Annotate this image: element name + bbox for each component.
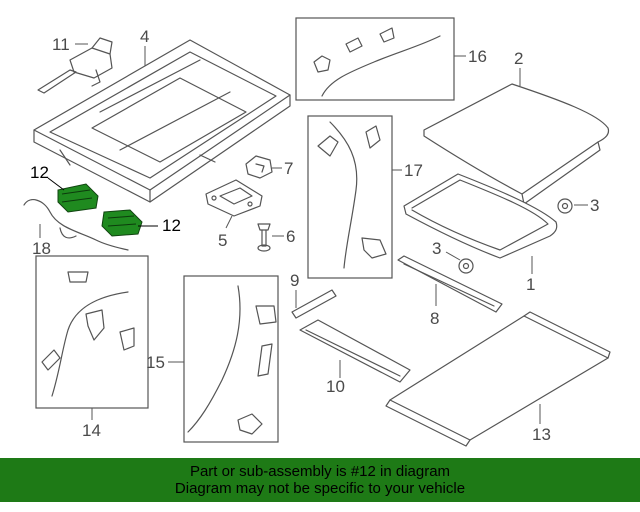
part-15-group-box (183, 275, 279, 443)
part-12-bracket-left[interactable] (57, 183, 99, 213)
banner-line-2: Diagram may not be specific to your vehi… (174, 480, 466, 497)
part-7-clip[interactable] (245, 155, 273, 179)
part-14-group-box (35, 255, 149, 409)
part-9-trim-strip[interactable] (291, 289, 337, 319)
part-18-drain-cable[interactable] (23, 199, 129, 251)
part-10-front-rail[interactable] (299, 319, 411, 383)
part-15-drain-hose-set[interactable] (187, 285, 277, 435)
callout-3-left: 3 (432, 239, 441, 258)
part-5-bracket[interactable] (205, 179, 263, 217)
sunroof-parts-diagram: 11 4 12 12 18 7 5 (23, 17, 611, 447)
callout-9: 9 (290, 271, 299, 290)
part-6-screw[interactable] (257, 223, 271, 252)
callout-3-right: 3 (590, 196, 599, 215)
callout-10: 10 (326, 377, 345, 396)
callout-15: 15 (146, 353, 165, 372)
part-16-group-box (295, 17, 455, 101)
callout-1: 1 (526, 275, 535, 294)
part-3-grommet-right[interactable] (557, 198, 573, 214)
part-14-drain-hose-set[interactable] (41, 271, 135, 397)
callout-4: 4 (140, 27, 149, 46)
part-17-drain-hose-set[interactable] (317, 121, 387, 269)
part-13-sunshade[interactable] (385, 311, 611, 447)
part-11-motor-unit[interactable] (37, 37, 113, 94)
callout-11: 11 (52, 35, 70, 54)
callout-5: 5 (218, 231, 227, 250)
callout-14: 14 (82, 421, 101, 440)
callout-2: 2 (514, 49, 523, 68)
callout-8: 8 (430, 309, 439, 328)
banner-line-1: Part or sub-assembly is #12 in diagram (189, 463, 451, 480)
callout-7: 7 (284, 159, 293, 178)
part-17-group-box (307, 115, 393, 279)
callout-18: 18 (32, 239, 51, 258)
callout-17: 17 (404, 161, 423, 180)
part-16-drain-hose-set[interactable] (313, 27, 441, 97)
callout-16: 16 (468, 47, 487, 66)
callout-12-left: 12 (30, 163, 49, 182)
callout-12-right: 12 (162, 216, 181, 235)
part-4-sunroof-frame[interactable] (33, 39, 291, 203)
callout-13: 13 (532, 425, 551, 444)
part-1-inner-panel[interactable] (403, 173, 558, 259)
part-2-glass-panel[interactable] (423, 83, 610, 205)
callout-6: 6 (286, 227, 295, 246)
info-banner: Part or sub-assembly is #12 in diagram D… (0, 458, 640, 502)
part-3-grommet-left[interactable] (458, 258, 474, 274)
part-8-wind-deflector[interactable] (397, 255, 503, 313)
part-12-bracket-right[interactable] (101, 209, 143, 237)
